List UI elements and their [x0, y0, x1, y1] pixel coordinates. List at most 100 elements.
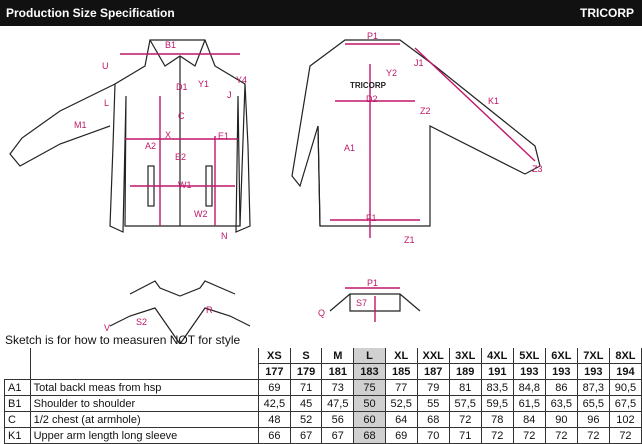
value-cell: 90,5: [608, 379, 642, 396]
value-cell: 68: [416, 411, 450, 428]
value-cell: 72: [608, 427, 642, 444]
value-cell: 52: [289, 411, 323, 428]
label-s2: S2: [136, 317, 147, 327]
length-cell: 191: [480, 363, 514, 380]
value-cell: 56: [321, 411, 355, 428]
value-cell: 84: [512, 411, 546, 428]
label-a1: A1: [344, 143, 355, 153]
label-y4: Y4: [236, 75, 247, 85]
value-cell: 57,5: [448, 395, 482, 412]
front-jacket-drawing: [9, 39, 251, 233]
value-cell: 55: [416, 395, 450, 412]
value-cell: 86: [544, 379, 578, 396]
brand-name: TRICORP: [580, 6, 634, 20]
label-q: Q: [318, 308, 325, 318]
value-cell: 60: [353, 411, 386, 428]
size-header-row: XS S M L XL XXL 3XL 4XL 5XL 6XL 7XL 8XL: [4, 348, 642, 364]
label-c: C: [178, 111, 185, 121]
length-cell: 177: [257, 363, 291, 380]
value-cell: 96: [576, 411, 610, 428]
value-cell: 47,5: [321, 395, 355, 412]
label-j1: J1: [414, 58, 424, 68]
value-cell: 67,5: [608, 395, 642, 412]
value-cell: 50: [353, 395, 386, 412]
value-cell: 71: [448, 427, 482, 444]
value-cell: 67: [321, 427, 355, 444]
label-j: J: [227, 90, 232, 100]
table-row: A1 Total backl meas from hsp 69 71 73 75…: [4, 379, 642, 396]
length-cell: 185: [384, 363, 418, 380]
length-cell: 187: [416, 363, 450, 380]
row-code: C: [4, 411, 31, 428]
size-cell: 8XL: [608, 348, 642, 364]
size-cell: M: [321, 348, 355, 364]
length-cell: 193: [544, 363, 578, 380]
label-s7: S7: [356, 298, 367, 308]
page-title: Production Size Specification: [6, 6, 175, 20]
size-cell: L: [353, 348, 386, 364]
value-cell: 102: [608, 411, 642, 428]
length-cell: 189: [448, 363, 482, 380]
value-cell: 72: [448, 411, 482, 428]
measurement-lines: [120, 43, 536, 322]
label-w1: W1: [178, 180, 192, 190]
value-cell: 48: [257, 411, 291, 428]
label-f1: F1: [366, 213, 377, 223]
value-cell: 69: [384, 427, 418, 444]
label-e1: E1: [218, 131, 229, 141]
label-z1: Z1: [404, 235, 415, 245]
length-cell: 179: [289, 363, 323, 380]
size-cell: 7XL: [576, 348, 610, 364]
garment-sketch: U B1 Y4 Y1 D1 J L M1 C X A2 E1 E2 W1 W2 …: [9, 31, 543, 344]
row-description: Total backl meas from hsp: [29, 379, 259, 396]
value-cell: 67: [289, 427, 323, 444]
value-cell: 42,5: [257, 395, 291, 412]
header-bar: Production Size Specification TRICORP: [0, 0, 642, 26]
value-cell: 90: [544, 411, 578, 428]
value-cell: 59,5: [480, 395, 514, 412]
size-cell: 5XL: [512, 348, 546, 364]
label-a2: A2: [145, 141, 156, 151]
row-code: K1: [4, 427, 31, 444]
value-cell: 65,5: [576, 395, 610, 412]
value-cell: 75: [353, 379, 386, 396]
label-u: U: [102, 61, 109, 71]
length-row: 177 179 181 183 185 187 189 191 193 193 …: [4, 363, 642, 380]
value-cell: 87,3: [576, 379, 610, 396]
size-cell: XXL: [416, 348, 450, 364]
value-cell: 72: [480, 427, 514, 444]
value-cell: 84,8: [512, 379, 546, 396]
length-cell: 193: [576, 363, 610, 380]
label-e2: E2: [175, 152, 186, 162]
row-description: Upper arm length long sleeve: [29, 427, 259, 444]
value-cell: 79: [416, 379, 450, 396]
label-y1: Y1: [198, 79, 209, 89]
value-cell: 63,5: [544, 395, 578, 412]
row-description: 1/2 chest (at armhole): [29, 411, 259, 428]
label-z3: Z3: [532, 164, 543, 174]
label-n: N: [221, 231, 228, 241]
value-cell: 72: [512, 427, 546, 444]
label-m1: M1: [74, 120, 87, 130]
size-cell: XL: [384, 348, 418, 364]
value-cell: 71: [289, 379, 323, 396]
label-p1-collar: P1: [367, 278, 378, 288]
value-cell: 61,5: [512, 395, 546, 412]
value-cell: 70: [416, 427, 450, 444]
label-r: R: [206, 305, 213, 315]
label-d2: D2: [366, 94, 378, 104]
label-p1-back: P1: [367, 31, 378, 41]
size-cell: S: [289, 348, 323, 364]
label-x: X: [165, 130, 171, 140]
back-jacket-drawing: [291, 39, 541, 227]
label-w2: W2: [194, 209, 208, 219]
table-row: K1 Upper arm length long sleeve 66 67 67…: [4, 427, 642, 444]
logo-text: TRICORP: [350, 81, 387, 90]
label-v: V: [104, 323, 110, 333]
value-cell: 66: [257, 427, 291, 444]
value-cell: 72: [576, 427, 610, 444]
size-cell: 4XL: [480, 348, 514, 364]
table-row: C 1/2 chest (at armhole) 48 52 56 60 64 …: [4, 411, 642, 428]
collar-front-drawing: [109, 280, 251, 344]
size-cell: 3XL: [448, 348, 482, 364]
